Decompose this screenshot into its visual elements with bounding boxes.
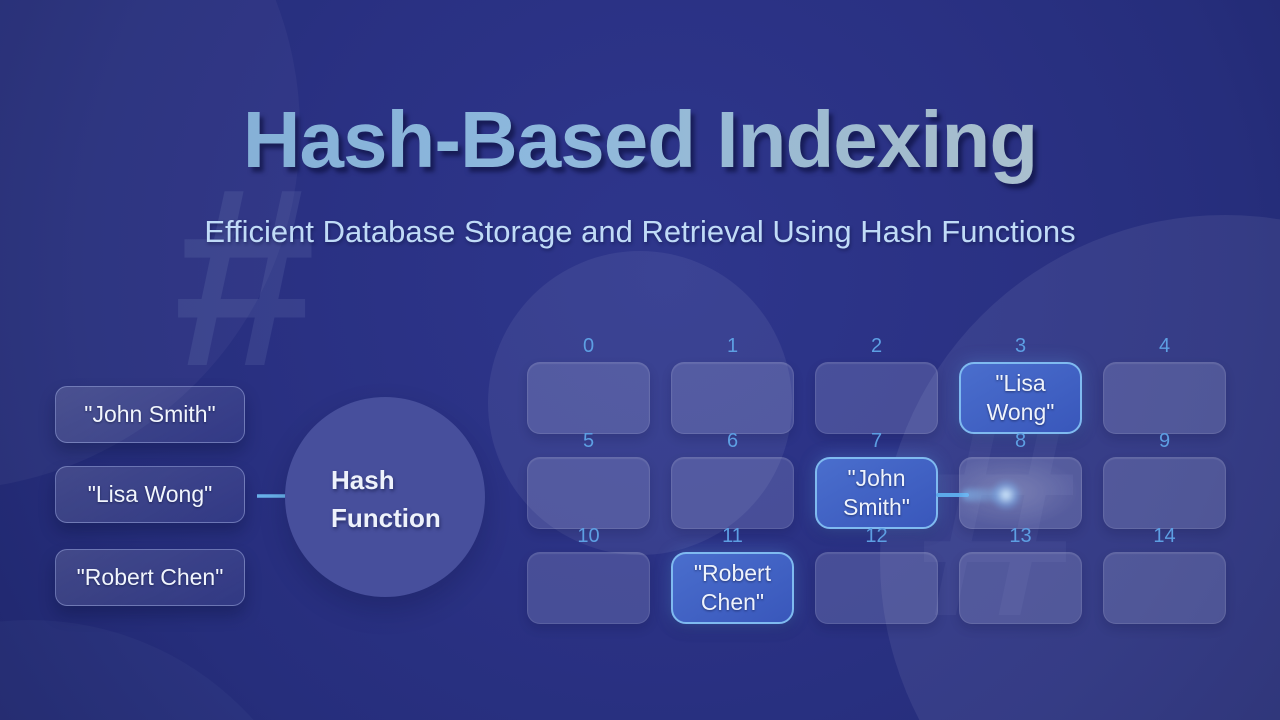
decorative-circle-bottom-left: [0, 620, 330, 720]
bucket-index-label: 5: [582, 430, 595, 452]
bucket-slot: [671, 457, 794, 529]
bucket-2: 2: [815, 335, 938, 434]
input-record-john-smith: "John Smith": [55, 386, 245, 443]
hash-function-circle: [285, 397, 485, 597]
bucket-slot: [527, 362, 650, 434]
bucket-slot-lisa-wong: "Lisa Wong": [959, 362, 1082, 434]
bucket-1: 1: [671, 335, 794, 434]
bucket-index-label: 1: [726, 335, 739, 357]
bucket-grid: 0 1 2 3 "Lisa Wong" 4 5 6 7 "John: [527, 335, 1226, 624]
bucket-index-label: 7: [870, 430, 883, 452]
bucket-index-label: 0: [582, 335, 595, 357]
bucket-index-label: 8: [1014, 430, 1027, 452]
bucket-13: 13: [959, 525, 1082, 624]
bucket-slot-robert-chen: "Robert Chen": [671, 552, 794, 624]
bucket-11: 11 "Robert Chen": [671, 525, 794, 624]
bucket-3: 3 "Lisa Wong": [959, 335, 1082, 434]
bucket-index-label: 11: [722, 525, 743, 547]
bucket-4: 4: [1103, 335, 1226, 434]
bucket-5: 5: [527, 430, 650, 529]
bucket-slot: [1103, 457, 1226, 529]
bucket-slot: [1103, 552, 1226, 624]
input-record-lisa-wong: "Lisa Wong": [55, 466, 245, 523]
bucket-slot: [959, 552, 1082, 624]
bucket-slot: [671, 362, 794, 434]
hash-function-label: Hash Function: [331, 465, 441, 533]
bucket-slot-john-smith: "John Smith": [815, 457, 938, 529]
bucket-index-label: 9: [1158, 430, 1171, 452]
bucket-index-label: 2: [870, 335, 883, 357]
bucket-14: 14: [1103, 525, 1226, 624]
hash-watermark-left: #: [170, 135, 312, 420]
bucket-index-label: 3: [1014, 335, 1027, 357]
bucket-index-label: 14: [1153, 525, 1176, 547]
bucket-10: 10: [527, 525, 650, 624]
insertion-arrow-glow: [990, 479, 1022, 511]
input-record-robert-chen: "Robert Chen": [55, 549, 245, 606]
insertion-arrow-line: [936, 493, 969, 497]
bucket-slot: [815, 552, 938, 624]
page-subtitle: Efficient Database Storage and Retrieval…: [204, 214, 1076, 249]
bucket-slot: [527, 552, 650, 624]
page-title: Hash-Based Indexing: [0, 94, 1280, 186]
bucket-12: 12: [815, 525, 938, 624]
bucket-9: 9: [1103, 430, 1226, 529]
bucket-index-label: 13: [1009, 525, 1032, 547]
bucket-index-label: 10: [577, 525, 600, 547]
bucket-slot: [815, 362, 938, 434]
bucket-index-label: 12: [865, 525, 888, 547]
bucket-slot: [527, 457, 650, 529]
bucket-index-label: 6: [726, 430, 739, 452]
bucket-7: 7 "John Smith": [815, 430, 938, 529]
bucket-slot: [1103, 362, 1226, 434]
bucket-index-label: 4: [1158, 335, 1171, 357]
decorative-circle-center: [488, 251, 792, 555]
bucket-0: 0: [527, 335, 650, 434]
bucket-6: 6: [671, 430, 794, 529]
